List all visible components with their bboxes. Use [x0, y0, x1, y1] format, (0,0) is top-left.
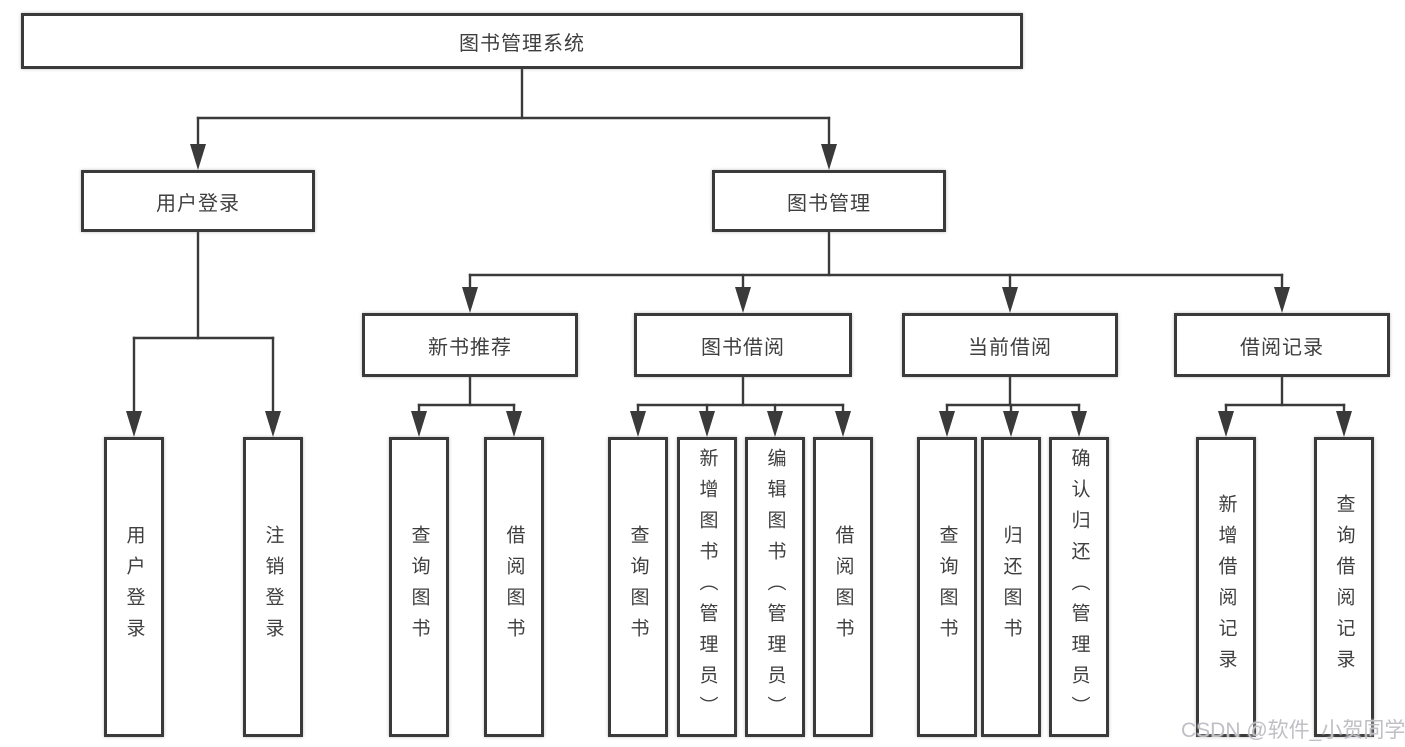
- leaf-logout-login-label: 注销登录: [262, 525, 284, 649]
- node-root-label: 图书管理系统: [459, 32, 585, 55]
- leaf-edit-books-admin: 编辑图书（管理员）: [745, 437, 805, 737]
- node-current-borrow: 当前借阅: [902, 313, 1118, 377]
- node-book-management-label: 图书管理: [787, 192, 871, 215]
- node-current-borrow-label: 当前借阅: [968, 336, 1052, 359]
- node-root: 图书管理系统: [21, 13, 1023, 69]
- node-book-borrow-label: 图书借阅: [701, 336, 785, 359]
- node-user-login: 用户登录: [81, 170, 315, 232]
- node-borrow-records-label: 借阅记录: [1240, 336, 1324, 359]
- csdn-watermark: CSDN @软件_小贺同学: [1181, 719, 1405, 742]
- leaf-borrow-borrow-books-label: 借阅图书: [832, 525, 854, 649]
- leaf-add-books-admin: 新增图书（管理员）: [677, 437, 737, 737]
- leaf-add-books-admin-label: 新增图书（管理员）: [696, 447, 718, 727]
- leaf-borrow-search-books-label: 查询图书: [627, 525, 649, 649]
- node-new-book-recommend: 新书推荐: [362, 313, 578, 377]
- leaf-return-books-label: 归还图书: [1000, 525, 1022, 649]
- node-book-borrow: 图书借阅: [634, 313, 852, 377]
- leaf-confirm-return-admin: 确认归还（管理员）: [1049, 437, 1109, 737]
- leaf-recommend-borrow-books: 借阅图书: [484, 437, 544, 737]
- leaf-return-books: 归还图书: [981, 437, 1041, 737]
- leaf-borrow-search-books: 查询图书: [608, 437, 668, 737]
- leaf-add-borrow-record: 新增借阅记录: [1196, 437, 1256, 737]
- leaf-user-login: 用户登录: [104, 437, 164, 737]
- leaf-add-borrow-record-label: 新增借阅记录: [1215, 494, 1237, 680]
- leaf-confirm-return-admin-label: 确认归还（管理员）: [1068, 447, 1090, 727]
- node-borrow-records: 借阅记录: [1174, 313, 1390, 377]
- leaf-current-search-books: 查询图书: [917, 437, 977, 737]
- leaf-current-search-books-label: 查询图书: [936, 525, 958, 649]
- node-book-management: 图书管理: [712, 170, 946, 232]
- leaf-user-login-label: 用户登录: [123, 525, 145, 649]
- leaf-search-borrow-record-label: 查询借阅记录: [1333, 494, 1355, 680]
- leaf-logout-login: 注销登录: [243, 437, 303, 737]
- node-user-login-label: 用户登录: [156, 192, 240, 215]
- leaf-edit-books-admin-label: 编辑图书（管理员）: [764, 447, 786, 727]
- leaf-search-borrow-record: 查询借阅记录: [1314, 437, 1374, 737]
- leaf-recommend-search-books-label: 查询图书: [408, 525, 430, 649]
- leaf-recommend-borrow-books-label: 借阅图书: [503, 525, 525, 649]
- node-new-book-recommend-label: 新书推荐: [428, 336, 512, 359]
- leaf-borrow-borrow-books: 借阅图书: [813, 437, 873, 737]
- leaf-recommend-search-books: 查询图书: [389, 437, 449, 737]
